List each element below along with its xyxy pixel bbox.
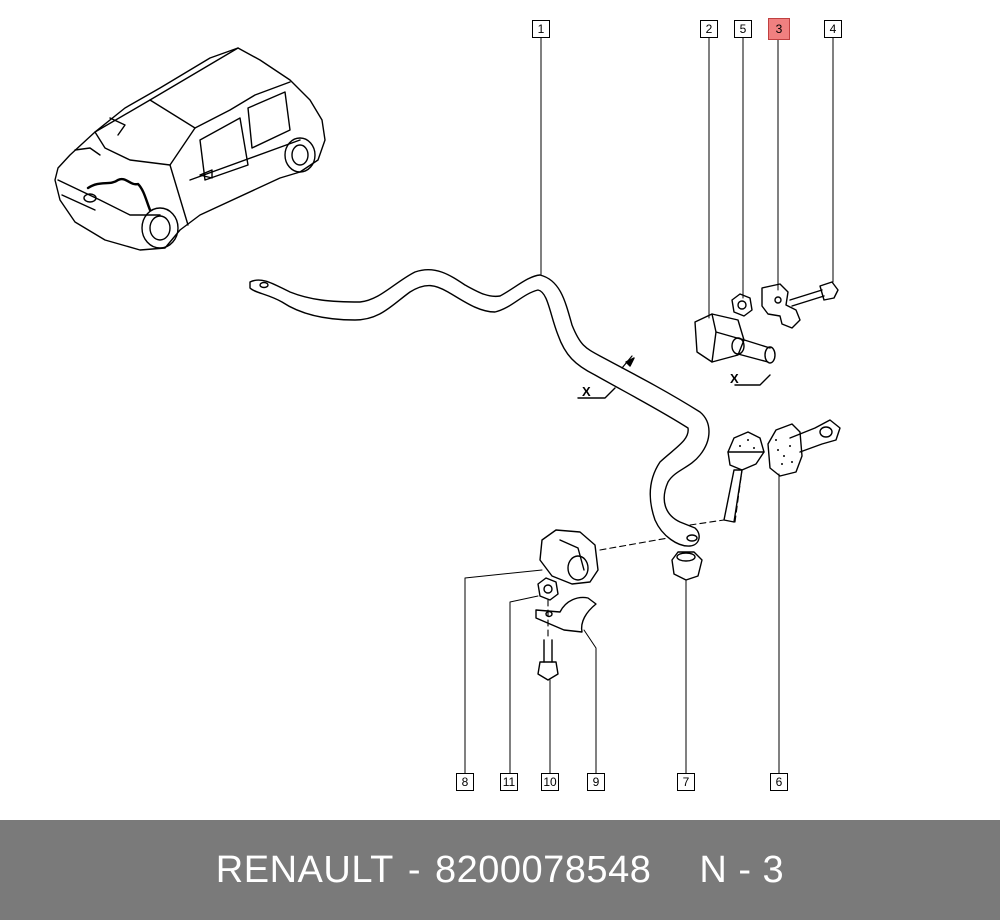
callout-5[interactable]: 5 [734,20,752,38]
callout-2[interactable]: 2 [700,20,718,38]
leader-lines [464,35,834,775]
part-11-nut [537,577,559,601]
section-mark-x-right: X [730,371,739,386]
part-3-bracket [761,283,801,329]
parts-diagram: X X 1 2 5 3 4 8 11 10 9 7 6 [54,18,842,791]
callout-8[interactable]: 8 [456,773,474,791]
callout-1[interactable]: 1 [532,20,550,38]
position-code: N - 3 [699,848,785,891]
car-illustration [54,47,326,251]
part-number: 8200078548 [435,848,652,891]
diagram-drawing [54,35,841,775]
callout-7[interactable]: 7 [677,773,695,791]
brand-name: RENAULT [215,848,394,891]
part-7-small-bush [671,551,703,581]
stabilizer-bar [249,268,710,547]
part-5-nut [731,293,753,317]
callout-6[interactable]: 6 [770,773,788,791]
callout-4[interactable]: 4 [824,20,842,38]
part-2-bush [694,313,776,364]
assembly-lines [547,469,743,641]
section-lines [577,374,771,399]
callout-10[interactable]: 10 [541,773,559,791]
callout-3-highlighted[interactable]: 3 [768,18,790,40]
callout-9[interactable]: 9 [587,773,605,791]
part-9-clamp [535,596,597,633]
part-8-large-bush [539,529,599,585]
part-caption-bar: RENAULT - 8200078548 N - 3 [0,820,1000,920]
section-mark-x-left: X [582,384,591,399]
part-4-bolt [789,281,839,307]
part-10-bolt [537,639,559,681]
caption-dash: - [407,848,421,891]
callout-11[interactable]: 11 [500,773,518,791]
